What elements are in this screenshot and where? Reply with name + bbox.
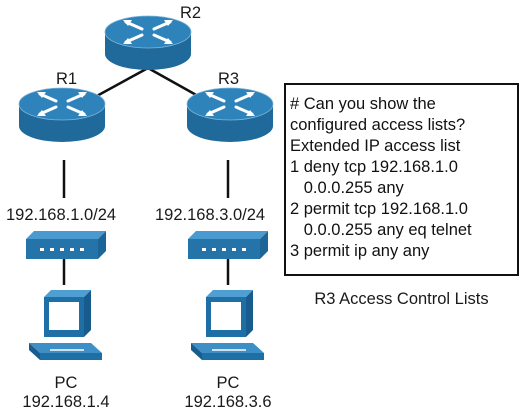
router-r3-label: R3: [218, 70, 240, 88]
router-r2-icon: [103, 14, 193, 72]
acl-line: 1 deny tcp 192.168.1.0: [290, 158, 458, 176]
pc-left-ip: 192.168.1.4: [22, 393, 110, 411]
acl-line: 0.0.0.255 any: [290, 179, 404, 197]
router-r2-label: R2: [180, 4, 202, 22]
router-r1-icon: [17, 86, 107, 144]
router-r3-icon: [185, 86, 275, 144]
acl-line: 0.0.0.255 any eq telnet: [290, 221, 472, 239]
acl-line: # Can you show the: [290, 95, 436, 113]
acl-line: Extended IP access list: [290, 137, 461, 155]
subnet-right-label: 192.168.3.0/24: [155, 206, 266, 224]
router-r1-label: R1: [56, 70, 78, 88]
switch-left-icon: [26, 231, 106, 259]
pc-right-ip: 192.168.3.6: [184, 393, 272, 411]
acl-line: 2 permit tcp 192.168.1.0: [290, 200, 468, 218]
pc-left-icon: [28, 289, 103, 361]
acl-line: 3 permit ip any any: [290, 242, 430, 260]
acl-line: configured access lists?: [290, 116, 466, 134]
subnet-left-label: 192.168.1.0/24: [6, 206, 117, 224]
acl-output-box: # Can you show the configured access lis…: [284, 83, 519, 276]
switch-right-icon: [188, 231, 268, 259]
pc-right-label: PC: [216, 374, 240, 392]
pc-left-label: PC: [54, 374, 78, 392]
acl-caption: R3 Access Control Lists: [314, 290, 489, 308]
pc-right-icon: [190, 289, 265, 361]
